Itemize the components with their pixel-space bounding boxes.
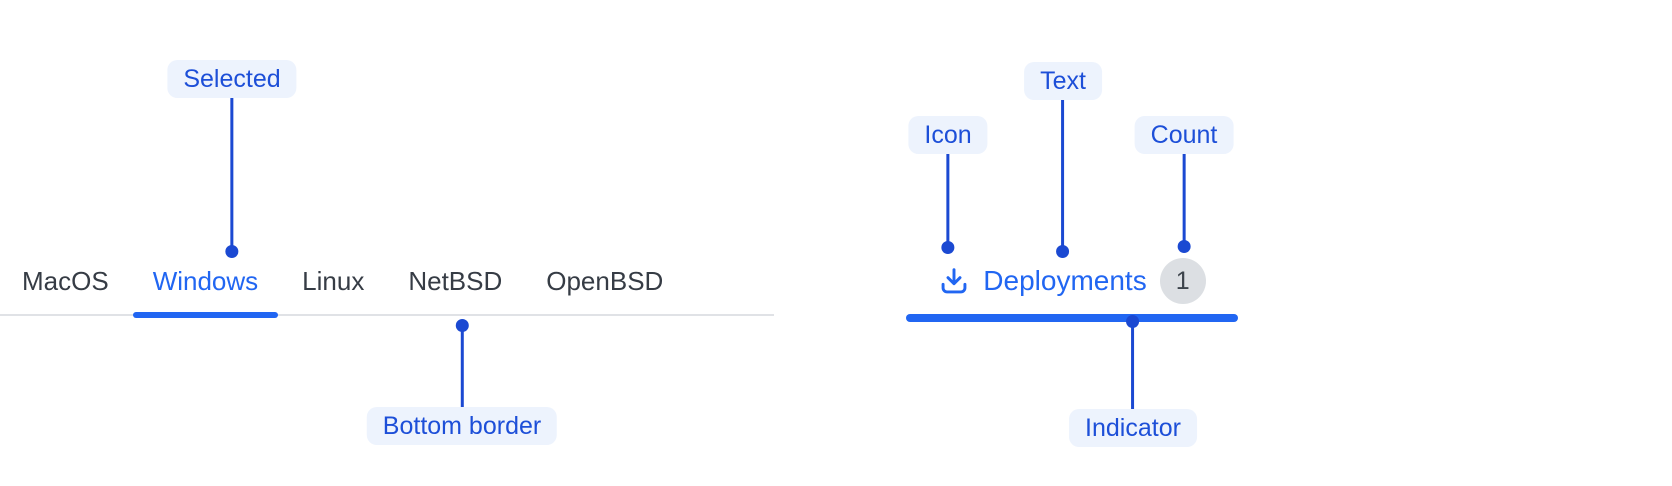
- deployments-tab-content: Deployments 1: [906, 248, 1238, 314]
- annotation-text-dot: [1056, 245, 1070, 258]
- tab-openbsd-label: OpenBSD: [546, 266, 664, 296]
- tab-linux[interactable]: Linux: [280, 250, 386, 314]
- annotation-icon-label: Icon: [908, 116, 988, 154]
- annotation-indicator: Indicator: [1069, 315, 1197, 447]
- tab-macos-label: MacOS: [22, 266, 109, 296]
- annotation-text-label: Text: [1024, 62, 1102, 100]
- tab-openbsd[interactable]: OpenBSD: [524, 250, 685, 314]
- annotation-bottom-border-label: Bottom border: [366, 407, 558, 445]
- tab-windows[interactable]: Windows: [131, 250, 280, 318]
- annotation-count-dot: [1177, 240, 1191, 253]
- annotation-icon-dot: [941, 241, 955, 254]
- annotation-text-line: [1061, 100, 1065, 246]
- annotation-selected: Selected: [167, 60, 297, 258]
- annotation-selected-label: Selected: [167, 60, 297, 98]
- count-badge: 1: [1159, 258, 1206, 304]
- active-tab-indicator: [906, 314, 1238, 322]
- annotation-indicator-line: [1131, 327, 1135, 409]
- annotation-icon-line: [946, 154, 950, 242]
- selected-tab-bottom-border: [132, 312, 279, 318]
- tab-netbsd-label: NetBSD: [408, 266, 503, 296]
- annotation-text: Text: [1024, 62, 1102, 258]
- annotation-bottom-border-line: [460, 331, 464, 407]
- deployments-tab[interactable]: Deployments 1: [906, 248, 1238, 322]
- annotation-indicator-dot: [1126, 315, 1140, 328]
- tab-macos[interactable]: MacOS: [0, 250, 131, 314]
- annotation-count-line: [1182, 154, 1186, 241]
- annotation-bottom-border: Bottom border: [366, 319, 558, 445]
- tab-netbsd[interactable]: NetBSD: [386, 250, 524, 314]
- annotation-bottom-border-dot: [455, 319, 469, 332]
- deployments-tab-label: Deployments: [983, 265, 1147, 296]
- tab-linux-label: Linux: [302, 266, 365, 296]
- annotation-icon: Icon: [908, 116, 988, 254]
- os-tab-bar: MacOS Windows Linux NetBSD OpenBSD: [0, 250, 774, 318]
- annotation-selected-line: [230, 98, 234, 246]
- annotation-count-label: Count: [1134, 116, 1234, 154]
- annotation-count: Count: [1134, 116, 1234, 253]
- annotation-selected-dot: [225, 245, 239, 258]
- download-icon: [938, 265, 970, 297]
- annotation-indicator-label: Indicator: [1069, 409, 1197, 447]
- tab-windows-label: Windows: [152, 266, 259, 296]
